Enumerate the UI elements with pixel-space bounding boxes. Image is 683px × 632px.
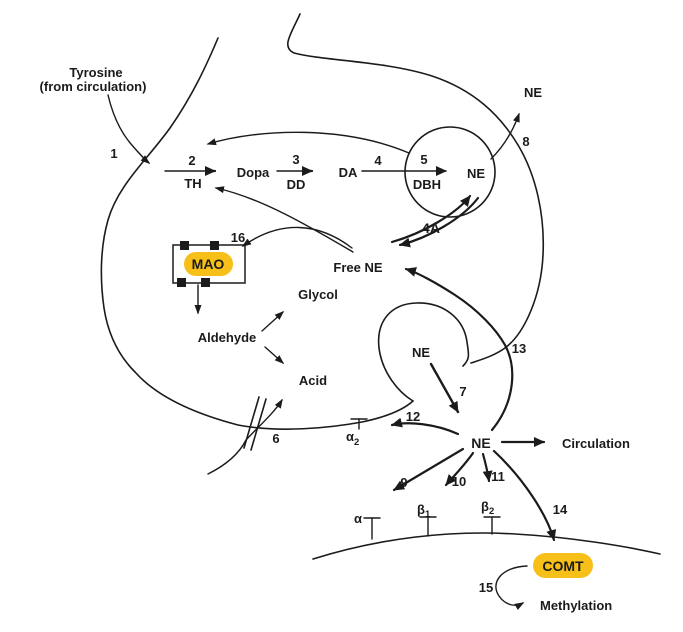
site13-label: 13	[512, 341, 526, 356]
membrane-break-hatch	[250, 398, 267, 451]
site6-label: 6	[272, 431, 279, 446]
mitochondrion-stud	[210, 241, 219, 250]
site13-reuptake-arrow	[404, 267, 514, 432]
free-ne-label: Free NE	[333, 260, 382, 275]
aldehyde-label: Aldehyde	[198, 330, 257, 345]
mitochondrion-stud	[180, 241, 189, 250]
alpha-receptor	[363, 517, 381, 540]
site10-arrow	[444, 451, 475, 487]
alpha-receptor-label: α	[354, 511, 362, 526]
site9-arrow	[392, 447, 465, 492]
comt-highlight	[533, 553, 593, 578]
site4a-arrow-down	[398, 196, 480, 248]
ne-granule-label: NE	[412, 345, 430, 360]
ne-released-label: NE	[471, 435, 490, 451]
site9-label: 9	[400, 475, 407, 490]
site14-label: 14	[553, 502, 568, 517]
acid-label: Acid	[299, 373, 327, 388]
da-label: DA	[339, 165, 358, 180]
ne-exit-label: NE	[524, 85, 542, 100]
site5-label: 5	[420, 152, 427, 167]
site7-label: 7	[459, 384, 466, 399]
storage-vesicle-circle	[404, 126, 496, 218]
aldehyde-to-glycol-arrow	[261, 310, 285, 332]
beta1-receptor	[419, 516, 437, 537]
beta1-receptor-label: β1	[417, 502, 431, 520]
ne-vesicle-label: NE	[467, 166, 485, 181]
site8-arrow	[490, 112, 520, 160]
site6-arrow	[207, 398, 283, 475]
feedback-arc-to-site2	[206, 131, 410, 154]
site2-label: 2	[188, 153, 195, 168]
freene-to-th-arrow	[214, 186, 354, 253]
mitochondrion-stud	[201, 278, 210, 287]
mao-highlight	[184, 252, 233, 276]
comt-label: COMT	[542, 558, 584, 574]
methylation-label: Methylation	[540, 598, 612, 613]
site10-label: 10	[452, 474, 466, 489]
th-enzyme-label: TH	[184, 176, 201, 191]
dbh-enzyme-label: DBH	[413, 177, 441, 192]
site3-label: 3	[292, 152, 299, 167]
mao-label: MAO	[192, 256, 225, 272]
dopa-label: Dopa	[237, 165, 270, 180]
site16-arrow	[241, 226, 353, 249]
site11-label: 11	[491, 469, 505, 484]
beta2-receptor-label: β2	[481, 499, 494, 517]
site14-arrow	[492, 449, 557, 542]
site7-release-arrow	[429, 362, 460, 414]
site11-arrow	[481, 452, 493, 483]
neuron-membrane-left	[100, 37, 470, 430]
alpha2-receptor	[350, 418, 368, 430]
site16-label: 16	[231, 230, 245, 245]
alpha2-receptor-label: α2	[346, 429, 359, 448]
tyrosine-uptake-arrow	[107, 94, 151, 164]
site4-label: 4	[374, 153, 382, 168]
postsynaptic-membrane	[312, 532, 661, 560]
site8-label: 8	[522, 134, 529, 149]
beta2-receptor	[483, 516, 501, 535]
site1-label: 1	[110, 146, 117, 161]
site15-arrow	[495, 565, 528, 611]
circulation-label: Circulation	[562, 436, 630, 451]
aldehyde-to-acid-arrow	[264, 346, 285, 364]
tyrosine-label: Tyrosine	[69, 65, 122, 80]
glycol-label: Glycol	[298, 287, 338, 302]
site15-label: 15	[479, 580, 493, 595]
site12-arrow	[390, 417, 460, 436]
neuron-membrane-right	[287, 13, 545, 364]
tyrosine-source-label: (from circulation)	[40, 79, 147, 94]
dd-enzyme-label: DD	[287, 177, 306, 192]
site4a-label: 4A	[422, 220, 440, 236]
mitochondrion-stud	[177, 278, 186, 287]
site12-label: 12	[406, 409, 420, 424]
